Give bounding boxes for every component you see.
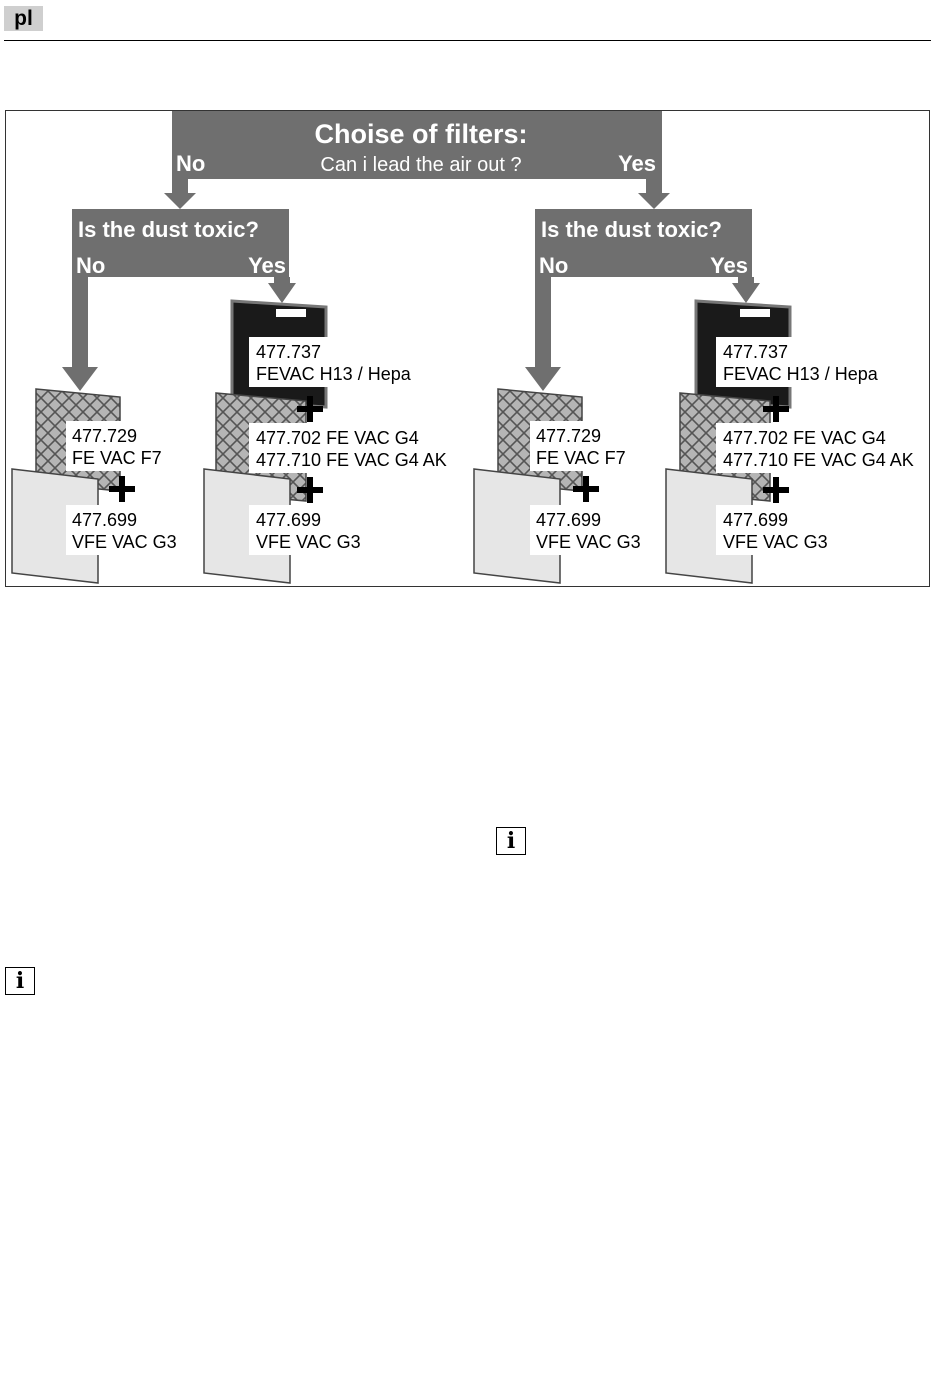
left-yes-hepa-name: FEVAC H13 / Hepa [256, 364, 412, 384]
right-yes-stack: 477.737 FEVAC H13 / Hepa 477.702 FE VAC … [665, 299, 928, 584]
info-icon: i [496, 827, 526, 855]
f7-label-box [66, 421, 178, 471]
g4-label-box [716, 423, 928, 473]
diagram-canvas: Choise of filters: Can i lead the air ou… [11, 111, 928, 584]
header-rule [4, 40, 931, 41]
left-no-label: No [76, 253, 105, 278]
g4-label-box [249, 423, 464, 473]
left-yes-label: Yes [248, 253, 286, 278]
right-sub-banner: Is the dust toxic? No Yes [535, 209, 752, 278]
hepa-label-tab [740, 309, 770, 317]
left-sub-banner-bg [72, 209, 289, 277]
diagram-title: Choise of filters: [314, 119, 527, 149]
left-yes-g3-code: 477.699 [256, 510, 321, 530]
right-yes-arrow [732, 277, 760, 303]
left-no-arrow [62, 277, 98, 391]
right-sub-banner-bg [535, 209, 752, 277]
left-no-f7-name: FE VAC F7 [72, 448, 162, 468]
right-yes-g3-name: VFE VAC G3 [723, 532, 828, 552]
top-no-label: No [176, 151, 205, 176]
left-sub-banner: Is the dust toxic? No Yes [72, 209, 289, 278]
g3-label-box [66, 505, 190, 555]
arrow-down-yes [638, 179, 670, 209]
top-yes-label: Yes [618, 151, 656, 176]
top-banner-bg [172, 111, 662, 179]
right-no-f7-code: 477.729 [536, 426, 601, 446]
arrow-down-no [164, 179, 196, 209]
right-no-stack: 477.729 FE VAC F7 477.699 VFE VAC G3 [473, 388, 654, 584]
f7-label-box [530, 421, 642, 471]
plus-icon [573, 476, 599, 502]
info-icon: i [5, 967, 35, 995]
g3-label-box [249, 505, 373, 555]
right-no-g3-name: VFE VAC G3 [536, 532, 641, 552]
left-yes-g4-line2: 477.710 FE VAC G4 AK [256, 450, 447, 470]
left-yes-g3-name: VFE VAC G3 [256, 532, 361, 552]
right-yes-g4-line1: 477.702 FE VAC G4 [723, 428, 886, 448]
plus-icon [763, 477, 789, 503]
right-yes-hepa-code: 477.737 [723, 342, 788, 362]
left-no-g3-code: 477.699 [72, 510, 137, 530]
plus-icon [109, 476, 135, 502]
right-no-arrow [525, 277, 561, 391]
right-no-label: No [539, 253, 568, 278]
hepa-label-box [716, 337, 898, 387]
left-no-stack: 477.729 FE VAC F7 477.699 VFE VAC G3 [11, 388, 190, 584]
plus-icon [297, 477, 323, 503]
diagram-question: Can i lead the air out ? [320, 154, 521, 176]
top-banner: Choise of filters: Can i lead the air ou… [172, 111, 662, 179]
hepa-label-box [249, 337, 431, 387]
right-no-g3-code: 477.699 [536, 510, 601, 530]
left-yes-arrow [268, 277, 296, 303]
right-yes-hepa-name: FEVAC H13 / Hepa [723, 364, 879, 384]
left-yes-hepa-code: 477.737 [256, 342, 321, 362]
left-yes-g4-line1: 477.702 FE VAC G4 [256, 428, 419, 448]
g3-label-box [530, 505, 654, 555]
left-sub-question: Is the dust toxic? [78, 217, 259, 242]
g3-label-box [716, 505, 840, 555]
hepa-label-tab [276, 309, 306, 317]
right-sub-question: Is the dust toxic? [541, 217, 722, 242]
filter-choice-diagram: Choise of filters: Can i lead the air ou… [5, 110, 930, 587]
plus-icon [297, 396, 323, 422]
right-yes-g3-code: 477.699 [723, 510, 788, 530]
language-tag: pl [4, 6, 43, 31]
plus-icon [763, 396, 789, 422]
left-yes-stack: 477.737 FEVAC H13 / Hepa 477.702 FE VAC … [203, 299, 464, 584]
left-no-g3-name: VFE VAC G3 [72, 532, 177, 552]
left-no-f7-code: 477.729 [72, 426, 137, 446]
right-yes-g4-line2: 477.710 FE VAC G4 AK [723, 450, 914, 470]
right-yes-label: Yes [710, 253, 748, 278]
right-no-f7-name: FE VAC F7 [536, 448, 626, 468]
